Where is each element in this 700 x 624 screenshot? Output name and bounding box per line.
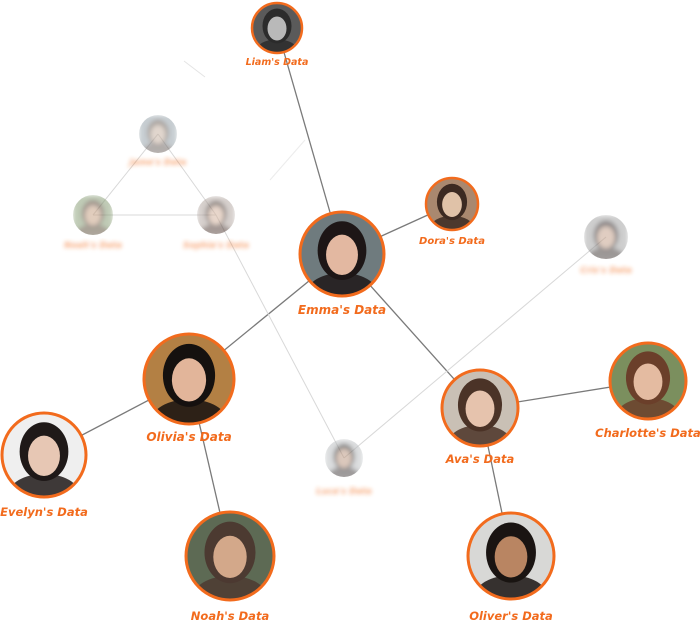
avatar-jame [139, 115, 177, 153]
node-noah-blur[interactable]: Noah's Data [64, 195, 122, 251]
avatar-sophia [197, 196, 235, 234]
node-jame[interactable]: Jame's Data [128, 115, 187, 168]
node-label: Cris's Data [580, 266, 632, 276]
node-label: Oliver's Data [469, 609, 553, 623]
avatar-ring [0, 411, 88, 499]
node-label: Jame's Data [128, 158, 187, 168]
node-oliver[interactable]: Oliver's Data [466, 511, 556, 623]
avatar-evelyn [2, 413, 86, 497]
avatar-luca [325, 439, 363, 477]
node-evelyn[interactable]: Evelyn's Data [0, 411, 88, 519]
avatar-cris [584, 215, 628, 259]
avatar-noah [186, 512, 274, 600]
avatar-noah-blur [73, 195, 113, 235]
avatar-charlotte [610, 343, 686, 419]
node-dora[interactable]: Dora's Data [419, 176, 485, 247]
edge-sophia-luca [215, 214, 345, 459]
avatar-ring [298, 210, 386, 298]
avatar-ring [184, 510, 276, 602]
avatar-ring [608, 341, 688, 421]
node-label: Noah's Data [64, 241, 122, 251]
node-emma[interactable]: Emma's Data [298, 210, 386, 317]
avatar-ring [440, 368, 520, 448]
avatar-ava [442, 370, 518, 446]
node-label: Luca's Data [316, 487, 372, 497]
node-sophia[interactable]: Sophia's Data [183, 196, 249, 251]
avatar-ring [142, 332, 236, 426]
avatar-ring [466, 511, 556, 601]
avatar-liam [252, 3, 302, 53]
background-lines [183, 60, 306, 181]
node-ava[interactable]: Ava's Data [440, 368, 520, 466]
avatar-emma [300, 212, 384, 296]
node-label: Noah's Data [191, 609, 270, 623]
node-label: Liam's Data [246, 57, 309, 68]
node-label: Ava's Data [445, 452, 515, 466]
node-label: Emma's Data [298, 303, 386, 317]
node-label: Evelyn's Data [0, 505, 88, 519]
node-label: Olivia's Data [146, 430, 231, 444]
node-label: Dora's Data [419, 236, 485, 247]
edge-luca-cris [343, 236, 607, 459]
avatar-dora [426, 178, 478, 230]
node-noah[interactable]: Noah's Data [184, 510, 276, 623]
node-luca[interactable]: Luca's Data [316, 439, 372, 497]
node-label: Sophia's Data [183, 241, 249, 251]
avatar-ring [424, 176, 480, 232]
avatar-oliver [468, 513, 554, 599]
node-olivia[interactable]: Olivia's Data [142, 332, 236, 444]
node-charlotte[interactable]: Charlotte's Data [595, 341, 700, 440]
node-cris[interactable]: Cris's Data [580, 215, 632, 276]
node-label: Charlotte's Data [595, 426, 700, 440]
node-liam[interactable]: Liam's Data [246, 1, 309, 68]
avatar-olivia [144, 334, 234, 424]
avatar-ring [250, 1, 304, 55]
